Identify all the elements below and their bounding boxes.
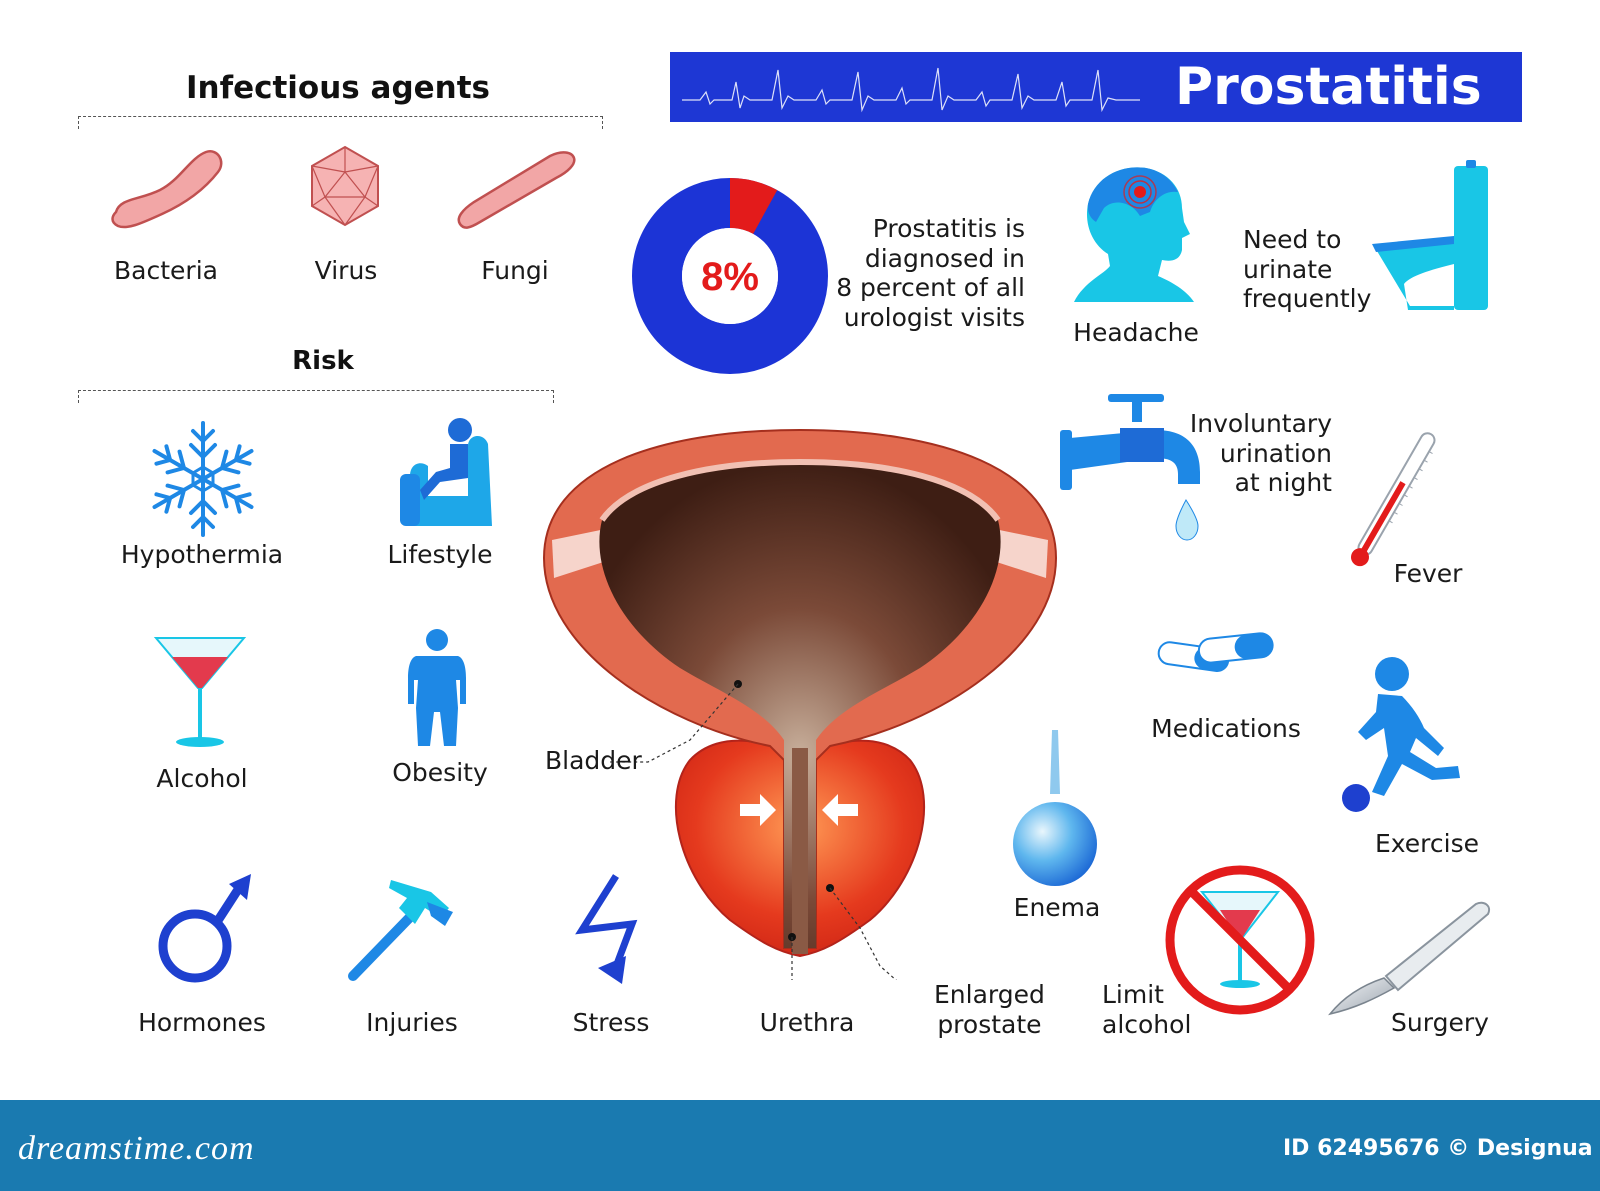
headache-label: Headache	[1073, 318, 1199, 347]
fungi-icon	[457, 151, 576, 229]
faucet-icon	[1060, 394, 1200, 541]
cocktail-glass-icon	[153, 637, 247, 747]
injuries-label: Injuries	[366, 1008, 458, 1037]
ecg-line-icon	[682, 67, 1140, 113]
footer-image-id: ID 62495676 © Designua	[1283, 1136, 1593, 1161]
prostate-line: Enlarged	[934, 980, 1045, 1009]
stat-description: Prostatitis is diagnosed in 8 percent of…	[820, 214, 1025, 332]
limit-alcohol-line: Limit	[1102, 980, 1164, 1009]
lifestyle-label: Lifestyle	[387, 540, 493, 569]
involuntary-line: Involuntary	[1189, 409, 1332, 438]
alcohol-label: Alcohol	[156, 764, 248, 793]
enlarged-prostate-label: Enlarged prostate	[934, 980, 1045, 1039]
risk-heading: Risk	[292, 346, 354, 376]
enema-label: Enema	[1013, 893, 1101, 922]
snowflake-icon	[152, 421, 254, 537]
stress-label: Stress	[572, 1008, 650, 1037]
involuntary-urination-label: Involuntary urination at night	[1168, 409, 1332, 498]
limit-alcohol-label: Limit alcohol	[1102, 980, 1191, 1039]
page-title: Prostatitis	[1175, 57, 1482, 117]
stat-line: 8 percent of all	[836, 273, 1025, 302]
exercise-kick-icon	[1342, 657, 1460, 812]
footer-bar	[0, 1100, 1600, 1191]
toilet-icon	[1372, 160, 1488, 310]
urinate-line: urinate	[1243, 254, 1333, 284]
pills-icon	[1157, 632, 1274, 672]
virus-label: Virus	[314, 256, 378, 285]
virus-icon	[311, 145, 379, 227]
hypothermia-label: Hypothermia	[120, 540, 284, 569]
no-alcohol-sign-icon	[1165, 865, 1315, 1015]
stat-line: Prostatitis is	[872, 214, 1025, 243]
hormones-label: Hormones	[138, 1008, 266, 1037]
obesity-figure-icon	[408, 629, 466, 746]
stat-line: diagnosed in	[864, 243, 1025, 273]
footer-brand: dreamstime.com	[18, 1130, 255, 1167]
urinate-line: Need to	[1243, 225, 1342, 254]
donut-slice-8-percent	[632, 178, 828, 374]
lightning-stress-icon	[575, 874, 638, 984]
percent-value-label: 8%	[701, 255, 759, 299]
urinate-frequently-label: Need to urinate frequently	[1243, 225, 1371, 314]
bladder-label: Bladder	[545, 746, 642, 775]
fungi-label: Fungi	[481, 256, 549, 285]
infectious-bracket	[78, 116, 603, 129]
bladder-lumen	[599, 462, 1001, 948]
medications-label: Medications	[1151, 714, 1301, 743]
obesity-label: Obesity	[392, 758, 488, 787]
involuntary-line: at night	[1234, 468, 1332, 497]
urethra-label: Urethra	[759, 1008, 855, 1037]
bacteria-icon	[111, 150, 223, 229]
limit-alcohol-line: alcohol	[1102, 1009, 1192, 1039]
male-symbol-icon	[158, 874, 251, 983]
percent-donut-chart: 8%	[632, 178, 828, 374]
fever-label: Fever	[1393, 559, 1463, 588]
enema-bulb-icon	[1013, 730, 1097, 886]
armchair-person-icon	[400, 418, 492, 526]
title-bar	[670, 52, 1522, 122]
urethra-tube	[792, 748, 808, 954]
headache-head-icon	[1074, 167, 1194, 302]
scalpel-icon	[1328, 901, 1490, 1016]
thermometer-icon	[1351, 432, 1436, 567]
stat-line: urologist visits	[843, 302, 1025, 332]
hammer-icon	[348, 880, 453, 981]
infectious-agents-heading: Infectious agents	[185, 70, 491, 106]
bladder-prostate-illustration	[542, 428, 1058, 980]
bacteria-label: Bacteria	[114, 256, 218, 285]
exercise-label: Exercise	[1374, 829, 1480, 858]
involuntary-line: urination	[1219, 438, 1332, 468]
prostate-line: prostate	[937, 1009, 1042, 1039]
surgery-label: Surgery	[1391, 1008, 1489, 1037]
urinate-line: frequently	[1243, 284, 1372, 313]
risk-bracket	[78, 390, 554, 403]
